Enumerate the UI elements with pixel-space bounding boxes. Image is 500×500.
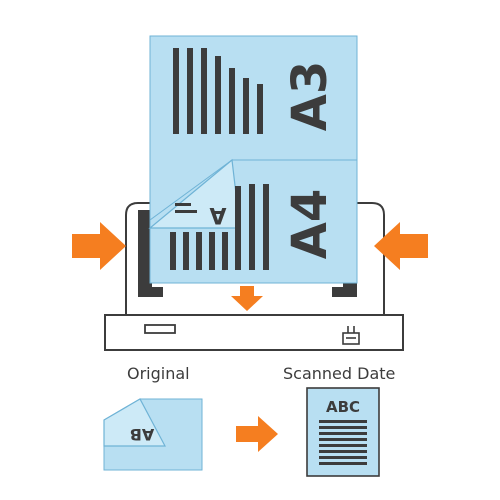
a3-size-label: A3 (282, 61, 338, 132)
scanned-document: ABC (306, 387, 380, 477)
original-folded-flap (103, 398, 166, 447)
a4-sheet: A A4 (148, 158, 358, 284)
original-document: AB (103, 398, 203, 471)
arrow-down-icon (231, 286, 263, 311)
arrow-left-icon (374, 222, 428, 270)
a4-size-label: A4 (282, 189, 338, 260)
original-caption: Original (127, 364, 190, 383)
folded-corner-label: A (209, 202, 226, 227)
a3-text-lines (173, 48, 263, 134)
document-feeder-icon (342, 326, 360, 345)
arrow-right-icon (236, 416, 278, 452)
arrow-right-icon (72, 222, 126, 270)
scanned-caption: Scanned Date (283, 364, 396, 383)
scanner-slot (144, 324, 176, 334)
a4-text-lines (170, 184, 269, 270)
folded-corner-lines (175, 203, 197, 213)
scanned-text-lines (319, 420, 367, 465)
original-doc-label: AB (130, 425, 155, 444)
scanned-doc-label: ABC (326, 398, 360, 416)
